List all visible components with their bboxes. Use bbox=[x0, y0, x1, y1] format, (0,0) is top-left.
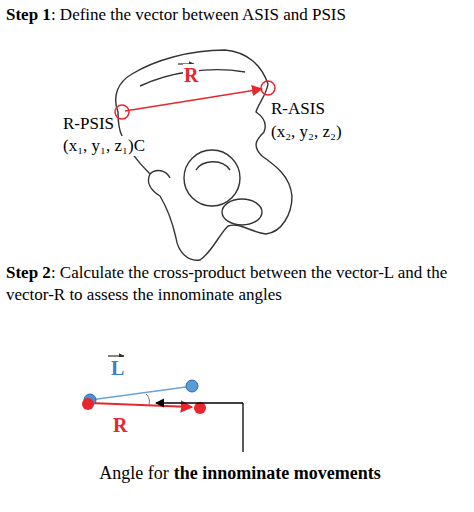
vector-label: R bbox=[183, 64, 199, 87]
coordinate-label: (x₂, y₂, z₂) bbox=[270, 122, 343, 142]
r-start-dot bbox=[82, 398, 94, 410]
r-end-dot bbox=[194, 402, 206, 414]
step-label: Step 1 bbox=[6, 5, 51, 24]
step-text: : Define the vector between ASIS and PSI… bbox=[51, 5, 346, 24]
step-heading: Step 1: Define the vector between ASIS a… bbox=[6, 4, 468, 26]
vector-l bbox=[90, 387, 186, 400]
caption-line: Angle for the innominate movements bbox=[40, 462, 440, 485]
vector-label: L bbox=[110, 357, 125, 380]
step-label: Step 2 bbox=[6, 263, 51, 282]
vector-label: R bbox=[112, 414, 128, 437]
vector-r bbox=[125, 89, 262, 111]
landmark-label: R-ASIS bbox=[270, 99, 326, 119]
pointer-arrow bbox=[156, 402, 243, 403]
caption-text: the innominate movements bbox=[174, 463, 381, 483]
landmark-label: R-PSIS bbox=[62, 114, 115, 134]
step-text: : Calculate the cross-product between th… bbox=[6, 263, 447, 304]
asis-marker bbox=[261, 81, 275, 95]
coordinate-label: (x₁, y₁, z₁)C bbox=[62, 136, 146, 156]
l-end-dot bbox=[186, 380, 198, 392]
angle-arc bbox=[146, 394, 149, 404]
caption-text: Angle for bbox=[99, 463, 168, 483]
pointer-leader bbox=[242, 403, 243, 452]
psis-marker bbox=[115, 105, 129, 119]
step-heading: Step 2: Calculate the cross-product betw… bbox=[6, 262, 466, 306]
